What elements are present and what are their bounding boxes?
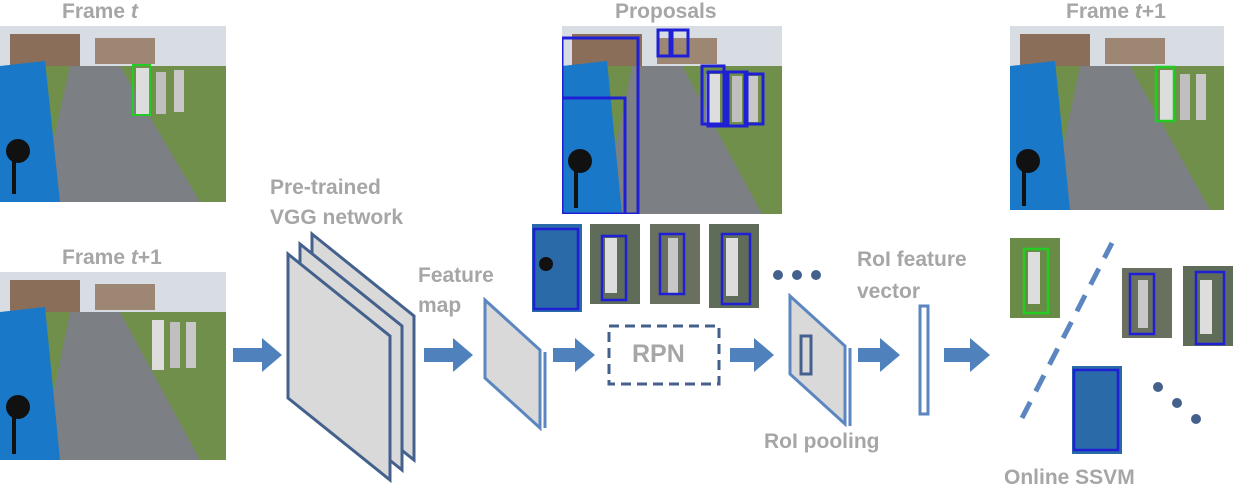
proposal-crop: [590, 224, 640, 304]
arrow: [944, 338, 990, 372]
frame-t1-output-prefix: Frame: [1066, 0, 1135, 23]
feature-map-label-line1: Feature: [418, 264, 494, 287]
frame-t1-output-label: Frame t+1: [1066, 0, 1166, 24]
proposals-label: Proposals: [615, 0, 717, 23]
ssvm-separator: [1019, 241, 1115, 420]
roi-pooling-label: RoI pooling: [764, 430, 880, 453]
ssvm-negative-crop: [1183, 266, 1233, 346]
online-ssvm-label: Online SSVM: [1004, 466, 1135, 489]
arrow: [233, 338, 282, 372]
frame-t1-output-suffix: +1: [1141, 0, 1166, 23]
arrow: [424, 338, 473, 372]
arrow: [730, 338, 774, 372]
roi-feature-label-line2: vector: [857, 280, 921, 303]
proposals-photo: [562, 26, 782, 214]
ellipsis-dots: [773, 270, 821, 280]
feature-map-label-line2: map: [418, 294, 462, 317]
roi-pooling-block: [788, 292, 852, 428]
frame-t-label: Frame t: [62, 0, 138, 24]
proposal-crop: [650, 224, 700, 304]
vgg-label-line2: VGG network: [270, 206, 404, 229]
frame-t1-result-photo: [1010, 26, 1224, 210]
frame-t-var: t: [130, 0, 138, 23]
ssvm-positive-crop: [1010, 238, 1060, 318]
vgg-network-layers: [286, 230, 416, 484]
feature-map-block: [483, 296, 547, 432]
frame-t1-photo: [0, 272, 226, 460]
frame-t1-prefix: Frame: [62, 246, 131, 269]
flow-arrows: [233, 338, 990, 372]
frame-t-prefix: Frame: [62, 0, 131, 23]
roi-feature-vector: [918, 304, 930, 416]
ssvm-negative-crop: [1122, 268, 1172, 338]
rpn-box: [607, 324, 721, 386]
roi-feature-label-line1: RoI feature: [857, 248, 967, 271]
proposal-crops: [532, 224, 759, 312]
ssvm-crops: [1010, 238, 1233, 454]
proposal-crop: [709, 224, 759, 308]
arrow: [553, 338, 595, 372]
rpn-label: RPN: [632, 340, 685, 368]
arrow: [858, 338, 900, 372]
frame-t1-output-var: t: [1134, 0, 1142, 23]
ssvm-negative-crop: [1072, 366, 1122, 454]
frame-t-photo: [0, 26, 226, 202]
proposal-crop: [532, 224, 582, 312]
ssvm-ellipsis-dots: [1153, 382, 1201, 424]
frame-t1-var: t: [130, 246, 138, 269]
vgg-label-line1: Pre-trained: [270, 176, 381, 199]
frame-t1-label: Frame t+1: [62, 246, 162, 270]
frame-t1-suffix: +1: [137, 246, 162, 269]
